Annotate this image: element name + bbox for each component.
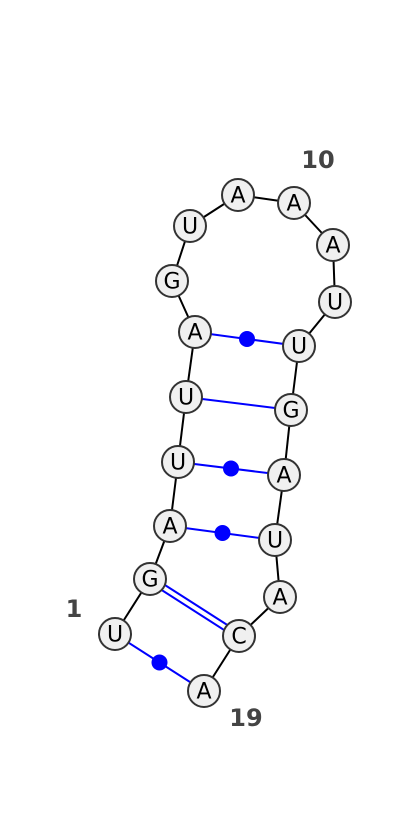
- nucleotide-6: A: [178, 315, 212, 349]
- nucleotide-circle-11: [316, 228, 350, 262]
- nucleotide-14: G: [274, 393, 308, 427]
- nucleotide-10: A: [277, 186, 311, 220]
- nucleotide-letter-16: U: [267, 529, 283, 554]
- nucleotide-circle-1: [98, 617, 132, 651]
- nucleotide-circle-9: [221, 178, 255, 212]
- nucleotide-circle-17: [263, 580, 297, 614]
- wobble-pair-dot-4-15: [223, 460, 239, 477]
- nucleotide-13: U: [282, 329, 316, 363]
- nucleotide-letter-13: U: [291, 335, 307, 360]
- position-label-10: 10: [301, 146, 334, 174]
- nucleotide-letter-19: A: [196, 680, 211, 705]
- nucleotide-letter-9: A: [230, 184, 245, 209]
- nucleotide-8: U: [173, 209, 207, 243]
- nucleotide-letter-17: A: [272, 586, 287, 611]
- nucleotide-circle-10: [277, 186, 311, 220]
- base-pair-line-2-18-a: [147, 580, 238, 640]
- nucleotide-letter-11: A: [325, 234, 340, 259]
- base-pair-layer: [114, 331, 300, 692]
- nucleotide-1: U: [98, 617, 132, 651]
- nucleotide-circle-6: [178, 315, 212, 349]
- nucleotide-circle-4: [161, 445, 195, 479]
- nucleotide-letter-7: G: [163, 270, 180, 295]
- nucleotide-circle-7: [155, 264, 189, 298]
- wobble-pair-dot-1-19: [151, 654, 168, 671]
- nucleotide-circle-14: [274, 393, 308, 427]
- nucleotide-circle-15: [267, 458, 301, 492]
- base-pair-line-2-18-b: [151, 575, 242, 635]
- nucleotide-circle-2: [133, 562, 167, 596]
- nucleotide-2: G: [133, 562, 167, 596]
- nucleotide-letter-4: U: [170, 451, 186, 476]
- nucleotide-16: U: [258, 523, 292, 557]
- nucleotide-letter-8: U: [182, 215, 198, 240]
- nucleotide-circle-16: [258, 523, 292, 557]
- nucleotide-circle-19: [187, 674, 221, 708]
- nucleotide-circle-12: [318, 285, 352, 319]
- nucleotide-3: A: [153, 509, 187, 543]
- nucleotide-9: A: [221, 178, 255, 212]
- nucleotide-letter-3: A: [162, 515, 177, 540]
- nucleotide-letter-5: U: [178, 386, 194, 411]
- nucleotide-15: A: [267, 458, 301, 492]
- nucleotide-19: A: [187, 674, 221, 708]
- wobble-pair-dot-3-16: [214, 525, 231, 541]
- nucleotide-letter-1: U: [107, 623, 123, 648]
- nucleotide-17: A: [263, 580, 297, 614]
- nucleotide-letter-14: G: [282, 399, 299, 424]
- nucleotide-7: G: [155, 264, 189, 298]
- nucleotide-letter-12: U: [327, 291, 343, 316]
- nucleotide-circle-5: [169, 380, 203, 414]
- nucleotide-18: C: [222, 619, 256, 653]
- nucleotide-circle-8: [173, 209, 207, 243]
- nucleotide-11: A: [316, 228, 350, 262]
- nucleotide-circle-13: [282, 329, 316, 363]
- nucleotide-letter-18: C: [231, 625, 246, 650]
- wobble-pair-dot-6-13: [239, 331, 255, 347]
- nucleotide-5: U: [169, 380, 203, 414]
- nucleotide-circle-18: [222, 619, 256, 653]
- backbone-layer: [114, 194, 336, 692]
- nucleotide-letter-6: A: [187, 321, 202, 346]
- position-label-1: 1: [66, 595, 83, 623]
- nucleotide-4: U: [161, 445, 195, 479]
- nucleotide-letter-15: A: [276, 464, 291, 489]
- nucleotide-letter-10: A: [286, 192, 301, 217]
- position-label-layer: 1 10 19: [66, 146, 335, 732]
- nucleotide-12: U: [318, 285, 352, 319]
- nucleotide-letter-2: G: [141, 568, 158, 593]
- base-pair-line-5-14: [185, 396, 292, 411]
- nucleotide-circle-3: [153, 509, 187, 543]
- position-label-19: 19: [229, 704, 262, 732]
